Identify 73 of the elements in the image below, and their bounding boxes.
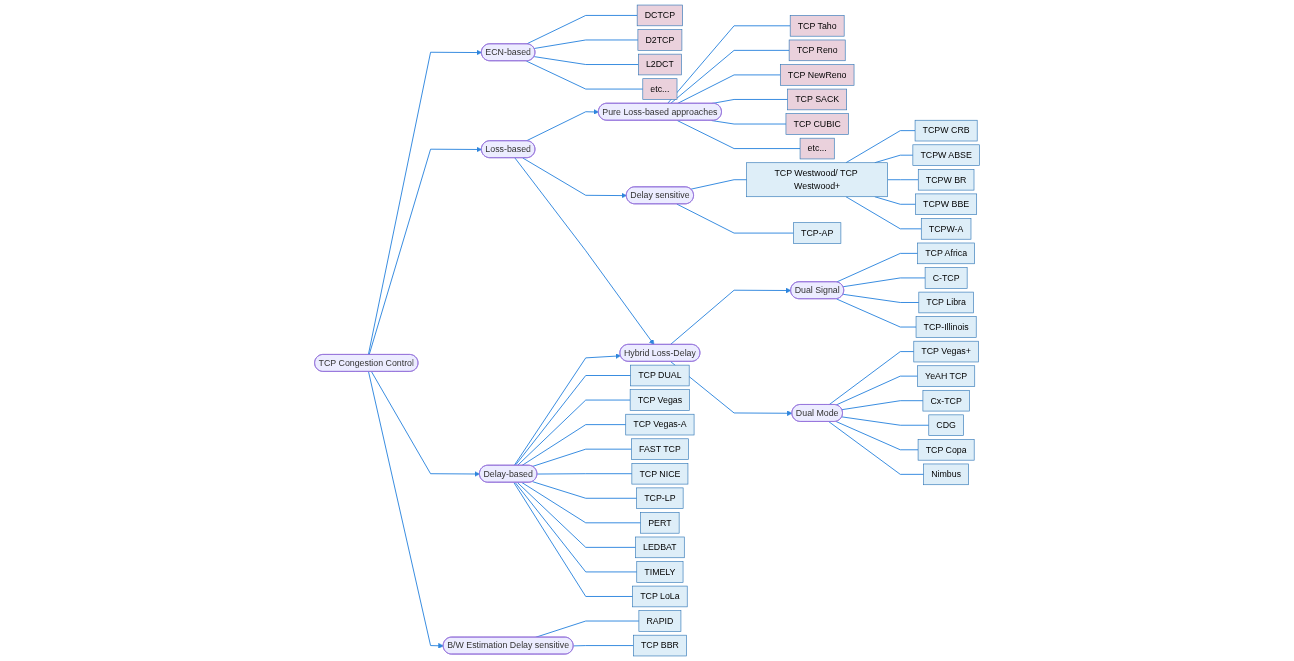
connector: [516, 482, 636, 548]
connector: [845, 130, 916, 164]
node-box: PERT: [640, 512, 680, 534]
connector: [514, 375, 632, 466]
node-box: TCPW CRB: [914, 119, 978, 142]
node-box: TCP Taho: [789, 15, 845, 37]
node-box: TCP BBR: [633, 634, 687, 657]
connector: [842, 293, 920, 303]
node-box: FAST TCP: [631, 438, 689, 460]
node-box: TCP CUBIC: [785, 113, 849, 135]
connector: [676, 120, 801, 150]
connector: [521, 482, 642, 524]
node-box: TCPW BR: [917, 169, 975, 191]
connector: [667, 25, 791, 105]
connector: [887, 179, 919, 181]
node-box: TCPW ABSE: [912, 144, 980, 166]
node-box: TCPW-A: [920, 218, 972, 240]
node-box: TCP Vegas-A: [625, 413, 695, 436]
node-box: etc...: [642, 78, 678, 100]
node-box: RAPID: [638, 610, 682, 632]
node-box: Cx-TCP: [922, 390, 970, 412]
connector: [828, 351, 915, 406]
connector: [841, 400, 924, 411]
connector: [573, 645, 634, 647]
node-box: TIMELY: [636, 561, 684, 583]
node-box: TCP NewReno: [780, 64, 855, 86]
node-box: TCP Vegas+: [913, 340, 979, 363]
node-box: TCP Vegas: [629, 389, 690, 411]
connector: [525, 60, 644, 90]
connector: [670, 49, 790, 105]
node-box: TCP Copa: [917, 439, 975, 461]
connector: [835, 375, 918, 406]
node-box: TCPW BBE: [915, 193, 977, 215]
node-box: TCP-Illinois: [915, 316, 977, 338]
node-box: YeAH TCP: [917, 365, 976, 387]
node-box: TCP Africa: [917, 242, 975, 265]
connector: [521, 424, 627, 466]
node-box: etc...: [799, 137, 835, 160]
connector: [513, 482, 634, 597]
node-box: TCP DUAL: [630, 364, 690, 387]
connector: [836, 252, 919, 283]
node-box: C-TCP: [924, 267, 968, 289]
node-box: TCP Reno: [788, 39, 846, 62]
node-box: DCTCP: [636, 4, 683, 27]
node-box: Nimbus: [923, 463, 969, 486]
connector: [514, 482, 638, 573]
connector: [845, 196, 922, 230]
connector: [842, 277, 926, 288]
connector: [516, 399, 631, 466]
connector: [676, 203, 794, 234]
connector: [874, 196, 917, 205]
connector: [690, 179, 748, 190]
connector: [532, 448, 632, 467]
node-box: TCP-LP: [636, 487, 684, 509]
connector: [536, 473, 633, 475]
connector: [841, 416, 930, 426]
node-box: TCP LoLa: [632, 585, 688, 608]
node-box: TCP Westwood/ TCP Westwood+: [746, 162, 888, 198]
node-box: TCP SACK: [787, 88, 847, 111]
connector: [836, 298, 917, 328]
node-box: LEDBAT: [635, 536, 685, 559]
connector: [533, 39, 639, 49]
node-box: TCP-AP: [793, 222, 842, 244]
node-box: TCP Libra: [918, 291, 974, 314]
connector: [835, 421, 919, 451]
connector: [532, 481, 638, 499]
node-box: D2TCP: [637, 29, 683, 51]
connector: [828, 421, 925, 475]
node-box: L2DCT: [638, 53, 682, 76]
node-box: CDG: [928, 414, 964, 436]
connector: [676, 74, 781, 105]
node-box: TCP NICE: [631, 463, 689, 485]
connector: [533, 56, 639, 65]
